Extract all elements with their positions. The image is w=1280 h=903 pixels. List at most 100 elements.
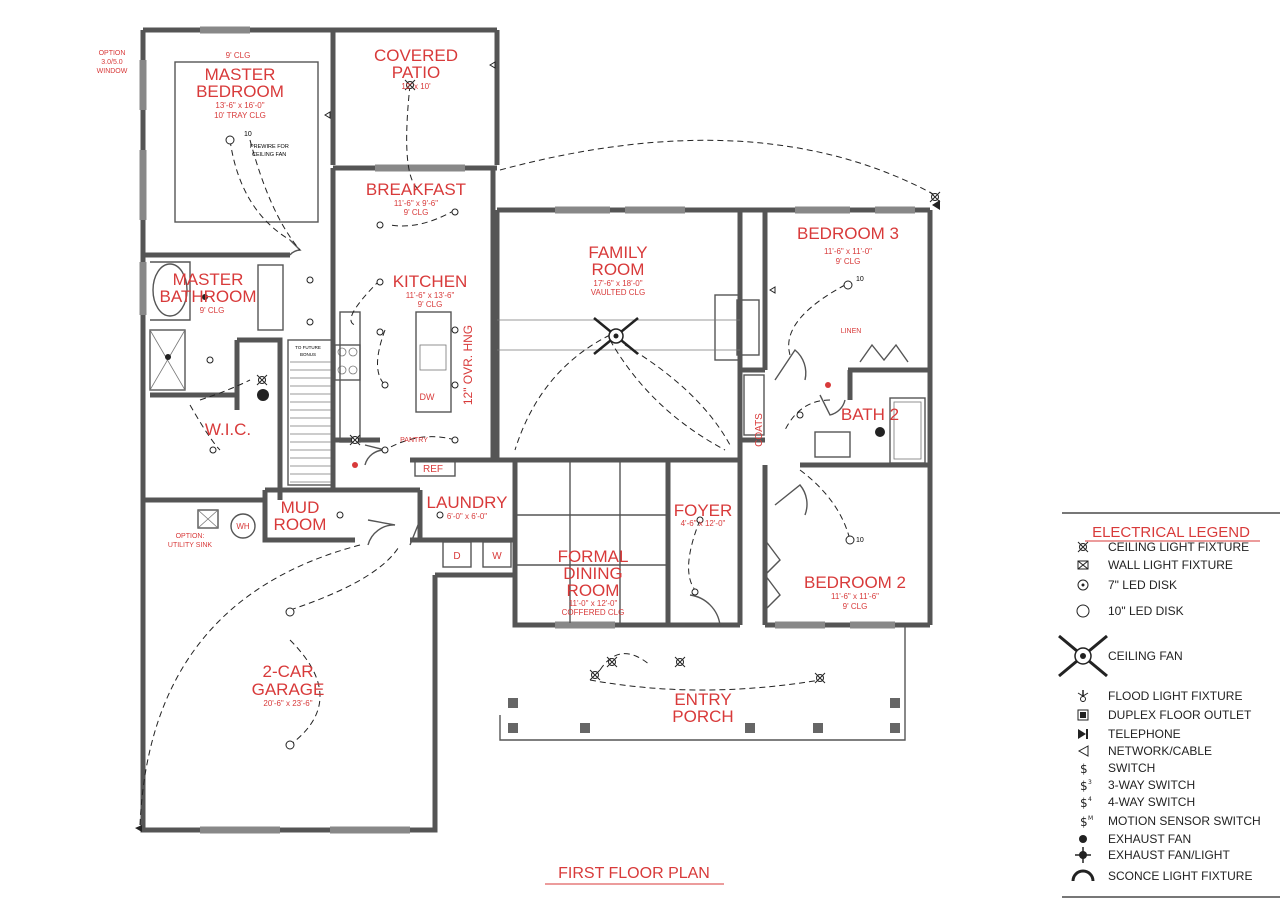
svg-text:OPTION: OPTION xyxy=(99,50,126,57)
led-disk-7 xyxy=(691,588,699,596)
svg-text:ENTRY: ENTRY xyxy=(674,690,731,709)
svg-text:W.I.C.: W.I.C. xyxy=(205,420,251,439)
led-disk-7 xyxy=(381,446,389,454)
legend-label: CEILING FAN xyxy=(1108,649,1183,663)
led-disk-7 xyxy=(376,278,384,286)
svg-text:CEILING FAN: CEILING FAN xyxy=(252,152,286,158)
svg-text:11'-0" x 12'-0": 11'-0" x 12'-0" xyxy=(569,599,618,608)
sconce-icon xyxy=(1071,869,1095,882)
floor-outlet-icon xyxy=(1077,709,1089,721)
svg-text:10: 10 xyxy=(856,276,864,283)
room-breakfast: BREAKFAST 11'-6" x 9'-6" 9' CLG xyxy=(366,180,466,217)
network-icon xyxy=(1077,745,1089,757)
svg-text:COATS: COATS xyxy=(754,413,765,447)
svg-text:ROOM: ROOM xyxy=(567,581,620,600)
svg-text:9' CLG: 9' CLG xyxy=(404,208,429,217)
legend-row: CEILING FAN xyxy=(1058,634,1183,678)
legend-label: SCONCE LIGHT FIXTURE xyxy=(1108,869,1252,883)
ceiling-light-icon xyxy=(349,434,361,446)
led-disk-10-icon xyxy=(1076,604,1090,618)
led-disk-7 xyxy=(451,436,459,444)
svg-text:$: $ xyxy=(1080,815,1088,829)
ceiling-light-icon xyxy=(1077,541,1089,553)
wall-light-icon xyxy=(1077,560,1089,570)
svg-text:BEDROOM 3: BEDROOM 3 xyxy=(797,224,899,243)
svg-text:12' x 10': 12' x 10' xyxy=(401,82,431,91)
legend-label: TELEPHONE xyxy=(1108,727,1181,741)
svg-text:4: 4 xyxy=(1088,796,1092,803)
legend-row: EXHAUST FAN/LIGHT xyxy=(1075,847,1230,863)
ceiling-light-icon xyxy=(589,669,601,681)
exhaust-fan-icon xyxy=(257,389,269,401)
room-family-room: FAMILY ROOM 17'-6" x 18'-0" VAULTED CLG xyxy=(588,243,647,297)
svg-text:D: D xyxy=(453,551,460,562)
svg-text:$: $ xyxy=(1080,762,1088,776)
exhaust-fan-icon xyxy=(1079,835,1087,843)
ceiling-light-icon xyxy=(814,672,826,684)
ceiling-fan-icon xyxy=(1058,634,1108,678)
led-disk-7 xyxy=(306,276,314,284)
svg-text:REF: REF xyxy=(423,464,443,475)
led-disk-7 xyxy=(451,326,459,334)
legend-label: EXHAUST FAN/LIGHT xyxy=(1108,848,1230,862)
svg-text:FOYER: FOYER xyxy=(674,501,733,520)
svg-text:4'-6" x 12'-0": 4'-6" x 12'-0" xyxy=(681,519,726,528)
svg-text:DW: DW xyxy=(420,392,435,402)
legend-label: EXHAUST FAN xyxy=(1108,832,1191,846)
legend-row: CEILING LIGHT FIXTURE xyxy=(1077,540,1249,554)
ceiling-light-icon xyxy=(674,656,686,668)
svg-text:LAUNDRY: LAUNDRY xyxy=(427,493,508,512)
led-disk-7 xyxy=(451,208,459,216)
led-disk-master xyxy=(225,135,235,145)
svg-text:11'-6" x 11'-6": 11'-6" x 11'-6" xyxy=(831,592,879,601)
svg-text:9' CLG: 9' CLG xyxy=(200,306,225,315)
telephone-icon xyxy=(1078,729,1088,739)
svg-text:BATH 2: BATH 2 xyxy=(841,405,899,424)
ceiling-light-icon xyxy=(929,191,941,203)
legend-row: FLOOD LIGHT FIXTURE xyxy=(1077,689,1242,703)
svg-text:11'-6" x 11'-0": 11'-6" x 11'-0" xyxy=(824,247,872,256)
svg-text:9' CLG: 9' CLG xyxy=(226,51,251,60)
svg-text:FIRST FLOOR PLAN: FIRST FLOOR PLAN xyxy=(558,865,710,882)
svg-text:WINDOW: WINDOW xyxy=(97,68,128,75)
legend-row: NETWORK/CABLE xyxy=(1077,744,1212,758)
svg-text:ROOM: ROOM xyxy=(274,515,327,534)
legend-label: 10" LED DISK xyxy=(1108,604,1184,618)
svg-text:6'-0" x 6'-0": 6'-0" x 6'-0" xyxy=(447,512,487,521)
svg-text:3: 3 xyxy=(1088,779,1092,786)
room-foyer: FOYER 4'-6" x 12'-0" xyxy=(674,501,733,528)
led-disk-7 xyxy=(696,516,704,524)
electrical-devices xyxy=(135,61,941,832)
legend-label: DUPLEX FLOOR OUTLET xyxy=(1108,708,1252,722)
circuit-arcs xyxy=(139,84,936,826)
led-disk-7 xyxy=(451,381,459,389)
electrical-legend: ELECTRICAL LEGEND CEILING LIGHT FIXTUREW… xyxy=(1058,512,1280,898)
svg-text:11'-6" x 9'-6": 11'-6" x 9'-6" xyxy=(394,199,438,208)
led-disk-7 xyxy=(376,328,384,336)
led-disk-7 xyxy=(336,511,344,519)
switch-3way-icon: $3 xyxy=(1080,779,1092,793)
room-bath-2: BATH 2 xyxy=(841,405,899,424)
ceiling-light-icon xyxy=(404,79,416,91)
room-garage: 2-CAR GARAGE 20'-6" x 23'-6" xyxy=(252,662,325,708)
svg-text:OPTION:: OPTION: xyxy=(176,533,205,540)
legend-row: 7" LED DISK xyxy=(1077,578,1177,592)
svg-text:DINING: DINING xyxy=(563,564,623,583)
svg-text:ROOM: ROOM xyxy=(592,260,645,279)
svg-text:PATIO: PATIO xyxy=(392,63,441,82)
ceiling-fan-icon xyxy=(593,317,639,355)
svg-text:MUD: MUD xyxy=(281,498,320,517)
exhaust-fan-icon xyxy=(875,427,885,437)
svg-text:PANTRY: PANTRY xyxy=(400,437,428,444)
svg-text:UTILITY SINK: UTILITY SINK xyxy=(168,542,213,549)
room-master-bedroom: 9' CLG MASTER BEDROOM 13'-6" x 16'-0" 10… xyxy=(196,51,289,158)
room-coats: COATS xyxy=(754,413,765,447)
led-disk-7 xyxy=(376,221,384,229)
svg-text:17'-6" x 18'-0": 17'-6" x 18'-0" xyxy=(593,279,642,288)
led-disk-bedroom2 xyxy=(845,535,855,545)
svg-text:20'-6" x 23'-6": 20'-6" x 23'-6" xyxy=(263,699,312,708)
